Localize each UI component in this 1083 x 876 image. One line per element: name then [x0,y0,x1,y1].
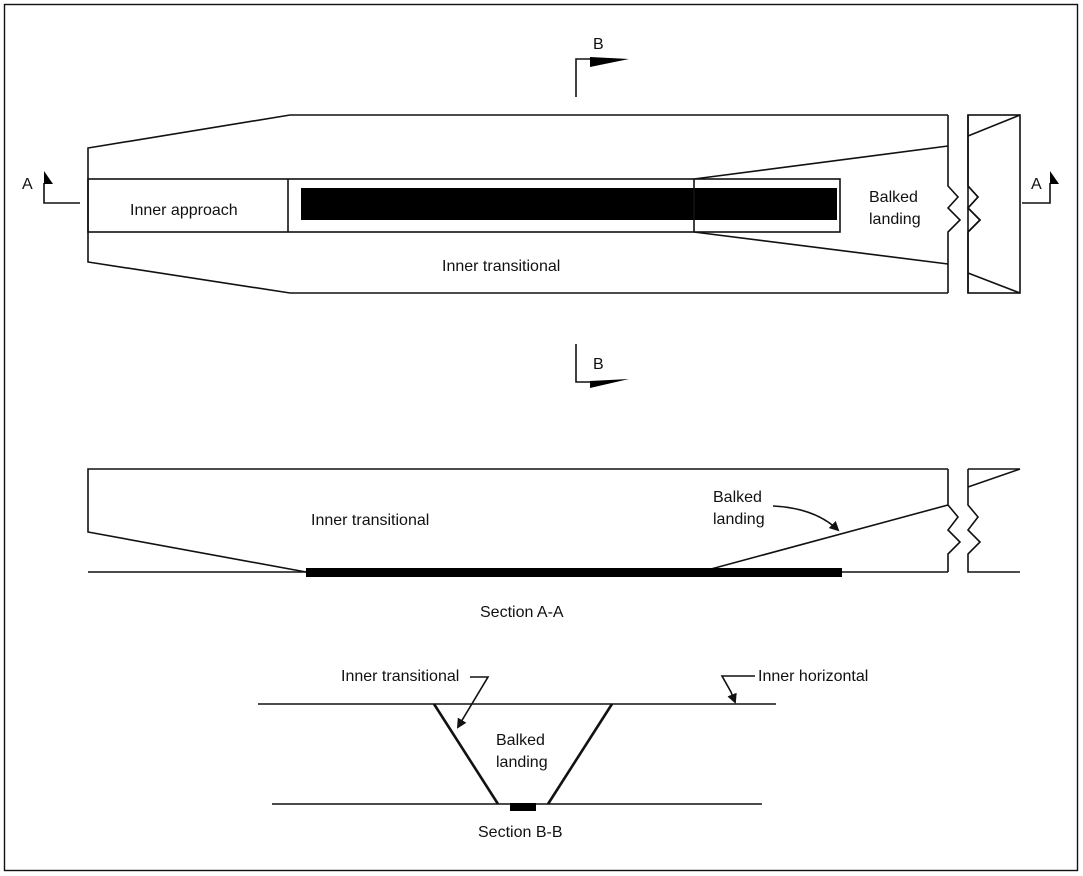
label-inner-approach: Inner approach [130,202,238,219]
plan-right-segment [967,114,1021,294]
balked-landing-edge-upper [693,145,949,180]
label-inner-transitional-section-b: Inner transitional [341,668,459,685]
section-a-right-slope [967,468,1021,488]
label-inner-horizontal: Inner horizontal [758,668,868,685]
section-marker-b-top: B [575,36,629,97]
plan-view: Inner approach Inner transitional Balked… [22,36,1059,388]
section-marker-b-bottom: B [575,344,629,388]
label-inner-transitional-section-a: Inner transitional [311,512,429,529]
plan-break-line-left [946,115,962,293]
figure-frame [3,3,1079,872]
label-balked-landing-section-a-2: landing [713,511,765,528]
plan-break-zigzag-right [966,185,982,233]
label-balked-landing-section-b-1: Balked [496,732,545,749]
section-b-b: Inner transitional Inner horizontal Balk… [258,668,868,841]
label-balked-landing-section-a-1: Balked [713,489,762,506]
section-a-break-left [946,469,962,572]
section-a-balked-slope [699,504,949,573]
section-b-right-slope [546,703,614,805]
label-balked-landing-section-b-2: landing [496,754,548,771]
plan-right-diag-lower [967,272,1021,294]
section-a-runway [306,568,842,577]
label-inner-transitional-plan: Inner transitional [442,258,560,275]
section-b-leader-transitional [456,676,490,729]
runway [301,188,837,220]
svg-text:A: A [22,176,33,193]
section-a-break-right [966,469,1020,573]
section-marker-a-left: A [22,171,80,204]
section-b-leader-horizontal [720,675,755,704]
section-b-left-slope [432,703,500,805]
inner-approach-strip [87,178,841,233]
balked-landing-edge-lower [693,231,949,265]
section-a-outline [87,468,948,573]
label-balked-landing-plan-2: landing [869,211,921,228]
section-marker-a-right: A [1022,171,1059,204]
section-a-a: Inner transitional Balked landing Sectio… [87,468,1021,621]
label-balked-landing-plan-1: Balked [869,189,918,206]
plan-right-diag-upper [967,114,1021,137]
svg-text:B: B [593,36,604,53]
section-a-leader-arrow [772,505,840,532]
section-b-runway [510,803,536,811]
svg-text:A: A [1031,176,1042,193]
svg-text:B: B [593,356,604,373]
caption-section-b-b: Section B-B [478,824,562,841]
caption-section-a-a: Section A-A [480,604,564,621]
plan-break-line-right [966,115,982,293]
